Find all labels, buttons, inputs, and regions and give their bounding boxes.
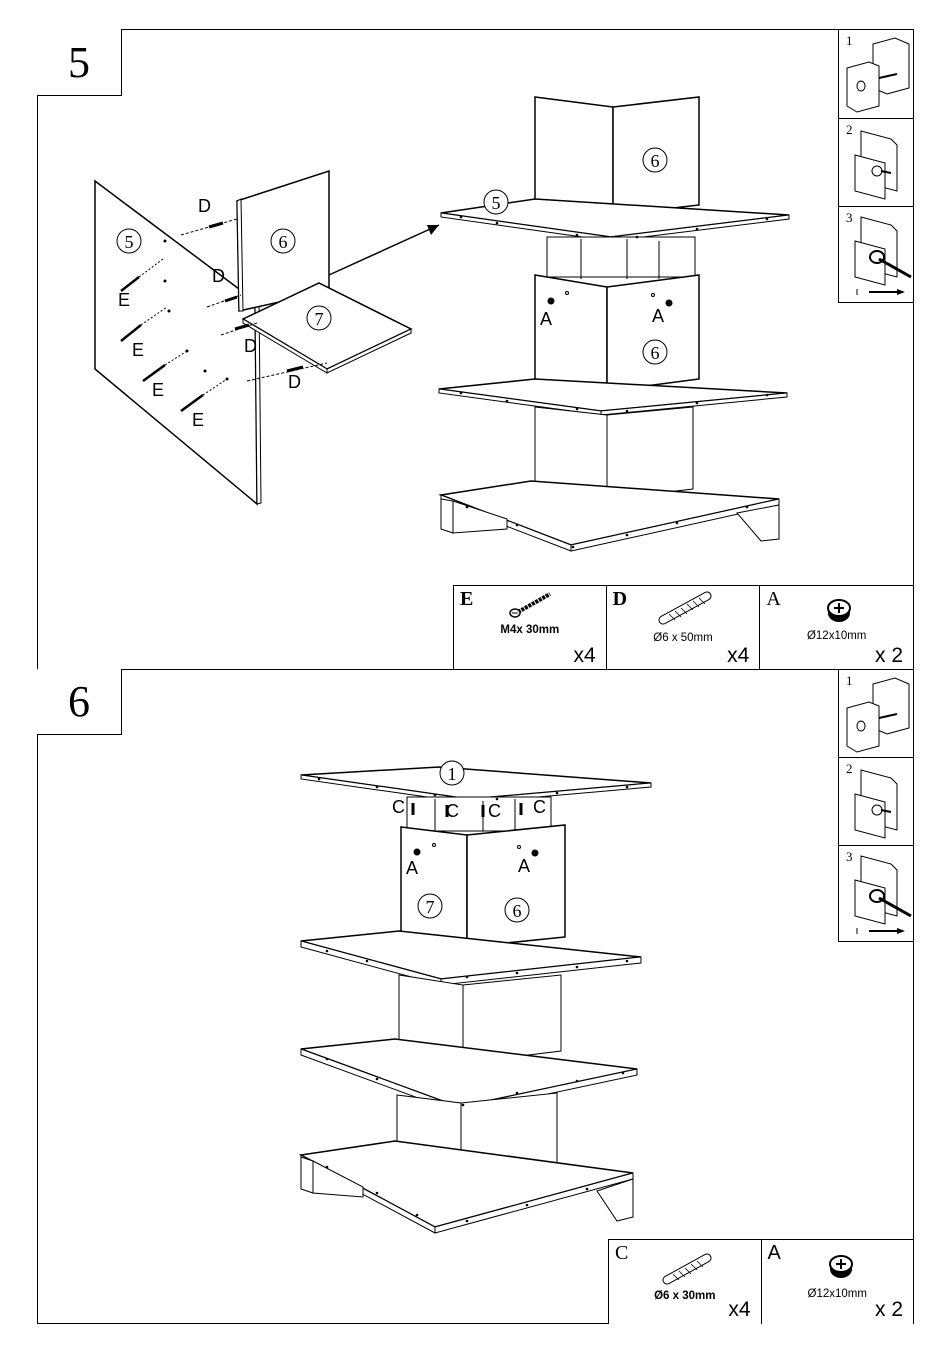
assembled-panel-6-mid-label: 6	[651, 343, 660, 363]
dowel-label-c-2: C	[446, 801, 459, 822]
part-c-cell: C Ø6 x 30mm x4	[609, 1240, 762, 1324]
part-a-cell: A Ø12x10mm x 2	[762, 1240, 915, 1324]
screw-label-e-2: E	[132, 340, 144, 361]
panel-1-label: 1	[448, 764, 457, 784]
assembled-panel-5-label: 5	[492, 193, 501, 213]
cam-label-a-1: A	[540, 309, 552, 330]
assembled-panel-6-top-label: 6	[651, 151, 660, 171]
panel-6-label: 6	[279, 232, 288, 252]
panel-7-label: 7	[315, 309, 324, 329]
cam-lock-icon	[824, 596, 854, 624]
dowel-label-c-4: C	[533, 797, 546, 818]
step-6-parts-table: C Ø6 x 30mm x4 A Ø12x10mm x 2	[608, 1239, 914, 1324]
cam-label-a-1: A	[406, 858, 418, 879]
step-5-drawing: 5 6 7 5 6 6	[37, 29, 914, 670]
dowel-label-d-4: D	[288, 372, 301, 393]
screw-label-e-4: E	[192, 410, 204, 431]
part-d-cell: D Ø6 x 50mm x4	[607, 586, 761, 670]
panel-7-label: 7	[426, 897, 435, 917]
cam-label-a-2: A	[652, 306, 664, 327]
dowel-label-d-3: D	[244, 336, 257, 357]
screw-icon	[504, 588, 554, 618]
step-6-drawing: 1 7 6	[37, 669, 914, 1324]
panel-6-label: 6	[513, 901, 522, 921]
cam-lock-icon	[826, 1252, 856, 1280]
step-5-parts-table: E M4x 30mm x4 D Ø6 x 50mm x4 A	[453, 585, 914, 670]
part-e-cell: E M4x 30mm x4	[454, 586, 607, 670]
dowel-icon	[659, 1250, 719, 1286]
panel-5-label: 5	[125, 232, 134, 252]
dowel-label-d-1: D	[198, 196, 211, 217]
dowel-label-d-2: D	[212, 266, 225, 287]
dowel-icon	[655, 590, 715, 626]
screw-label-e-1: E	[118, 290, 130, 311]
dowel-label-c-3: C	[488, 801, 501, 822]
screw-label-e-3: E	[152, 380, 164, 401]
cam-label-a-2: A	[518, 856, 530, 877]
part-a-cell: A Ø12x10mm x 2	[760, 586, 914, 670]
dowel-label-c-1: C	[392, 797, 405, 818]
